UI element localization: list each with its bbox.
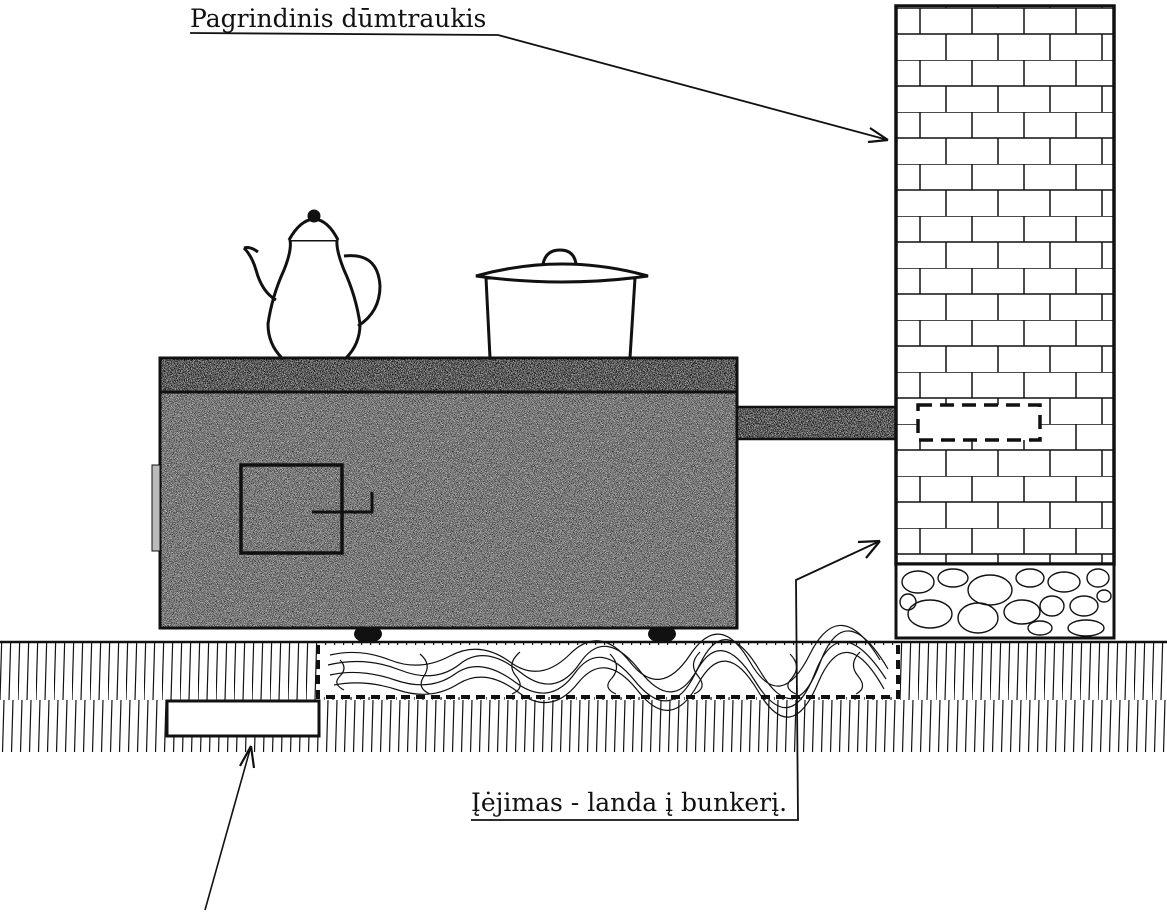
entrance-label: Įėjimas - landa į bunkerį. (471, 788, 788, 817)
chimney-label: Pagrindinis dūmtraukis (190, 4, 487, 33)
hatch-entrance (165, 699, 321, 738)
chimney-leader-line (189, 32, 889, 144)
flue-pipe (735, 405, 920, 441)
pot-icon (475, 248, 649, 360)
brick-chimney (894, 4, 1116, 566)
entrance-leader-line (471, 539, 881, 821)
kettle-icon (242, 209, 382, 360)
stone-foundation (894, 562, 1116, 640)
hatch-leader-line (204, 745, 256, 911)
stove-body (151, 390, 739, 630)
stove-top-slab (158, 356, 739, 394)
firewood-pit (316, 624, 900, 718)
stove-door (239, 463, 374, 555)
